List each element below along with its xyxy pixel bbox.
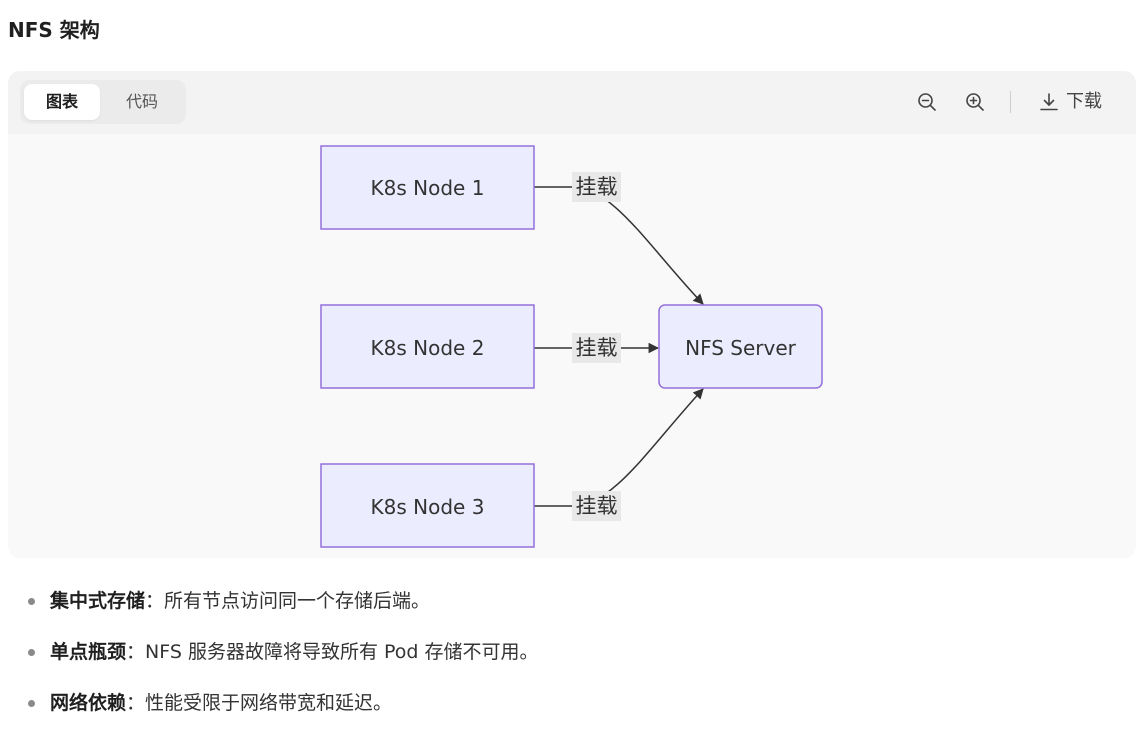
edge-label-node3: 挂载	[572, 491, 621, 521]
list-item: 集中式存储：所有节点访问同一个存储后端。	[26, 583, 538, 634]
node-label: K8s Node 3	[371, 495, 485, 519]
note-term: 集中式存储	[50, 590, 146, 612]
note-separator: ：	[126, 641, 146, 663]
view-tabs: 图表 代码	[20, 80, 186, 124]
zoom-out-icon	[918, 93, 936, 111]
edge-node1-server	[534, 186, 704, 305]
note-text: 所有节点访问同一个存储后端。	[164, 590, 431, 612]
tab-code[interactable]: 代码	[125, 92, 158, 111]
download-icon	[1040, 93, 1058, 111]
note-separator: ：	[145, 590, 165, 612]
zoom-in-icon	[966, 93, 984, 111]
diagram-panel: 图表 代码 下载	[8, 71, 1136, 558]
nfs-architecture-diagram: 挂载 挂载 挂载 K8s Node 1 K8s Node 2 K8s Node …	[320, 145, 823, 548]
note-separator: ：	[126, 692, 146, 714]
notes-list: 集中式存储：所有节点访问同一个存储后端。 单点瓶颈：NFS 服务器故障将导致所有…	[26, 583, 538, 736]
list-item: 网络依赖：性能受限于网络带宽和延迟。	[26, 685, 538, 736]
zoom-out-button[interactable]	[915, 90, 939, 114]
edge-label-node2: 挂载	[572, 333, 621, 363]
diagram-toolbar: 图表 代码 下载	[8, 71, 1136, 134]
edge-label-node1: 挂载	[572, 172, 621, 202]
node-k8s-2: K8s Node 2	[320, 304, 535, 389]
note-text: NFS 服务器故障将导致所有 Pod 存储不可用。	[145, 641, 539, 663]
node-k8s-1: K8s Node 1	[320, 145, 535, 230]
node-k8s-3: K8s Node 3	[320, 463, 535, 548]
edge-label-text: 挂载	[576, 494, 618, 518]
note-term: 单点瓶颈	[50, 641, 127, 663]
node-label: NFS Server	[685, 336, 797, 360]
node-label: K8s Node 1	[371, 176, 485, 200]
download-label: 下载	[1066, 91, 1102, 112]
tab-chart[interactable]: 图表	[24, 84, 100, 120]
toolbar-divider	[1010, 91, 1011, 113]
note-term: 网络依赖	[50, 692, 127, 714]
edge-label-text: 挂载	[576, 175, 618, 199]
node-nfs-server: NFS Server	[658, 304, 823, 389]
list-item: 单点瓶颈：NFS 服务器故障将导致所有 Pod 存储不可用。	[26, 634, 538, 685]
edge-node3-server	[534, 388, 704, 507]
download-button[interactable]: 下载	[1038, 88, 1102, 116]
page-title: NFS 架构	[8, 18, 100, 42]
edge-label-text: 挂载	[576, 336, 618, 360]
zoom-in-button[interactable]	[963, 90, 987, 114]
node-label: K8s Node 2	[371, 336, 485, 360]
note-text: 性能受限于网络带宽和延迟。	[145, 692, 393, 714]
